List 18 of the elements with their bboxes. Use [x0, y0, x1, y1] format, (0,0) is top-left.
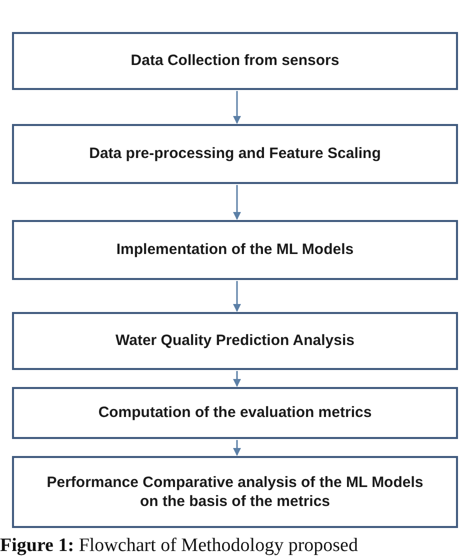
process-box — [12, 456, 458, 528]
arrow — [233, 371, 241, 387]
step-text: Water Quality Prediction Analysis — [116, 331, 354, 351]
arrow — [233, 440, 241, 456]
step-text: Implementation of the ML Models — [116, 240, 354, 260]
step-text: Data Collection from sensors — [130, 51, 340, 71]
step-text: Computation of the evaluation metrics — [98, 403, 372, 423]
process-box — [12, 312, 458, 370]
arrow — [233, 185, 241, 220]
process-box — [12, 124, 458, 184]
arrow — [233, 281, 241, 312]
figure-caption: Figure 1: Flowchart of Methodology proposed — [0, 534, 359, 558]
step-text: Data pre-processing and Feature Scaling — [89, 144, 381, 164]
process-box — [12, 220, 458, 280]
process-box — [12, 387, 458, 439]
process-box — [12, 32, 458, 90]
step-text: Performance Comparative analysis of the ML Models on the basis of the metrics — [46, 472, 424, 512]
arrow — [233, 91, 241, 124]
